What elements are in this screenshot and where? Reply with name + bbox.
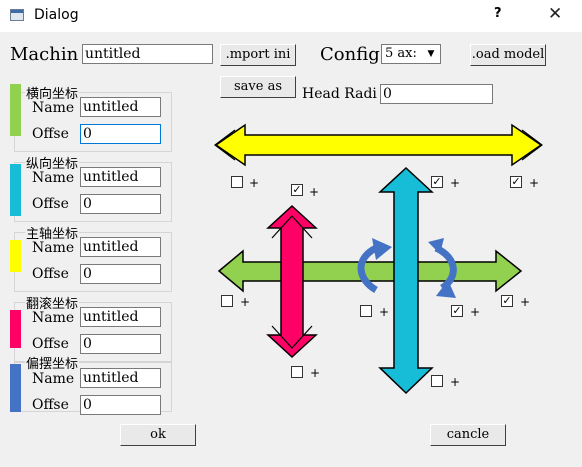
right-rotation-arrow [434,244,457,291]
name-label: Name [32,170,75,186]
yellow-arrow-inner-head [521,129,543,161]
color-swatch [10,164,21,216]
pink-arrow-inner-head [271,215,313,239]
checkbox[interactable] [221,295,233,307]
name-label: Name [32,371,75,387]
group-title: 主轴坐标 [25,223,80,242]
name-input[interactable]: untitled [80,237,161,257]
group-title: 翻滚坐标 [25,293,80,312]
yellow-axis-arrow [214,123,543,167]
yellow-arrow-inner-head [214,129,236,161]
offset-input[interactable]: 0 [80,395,161,415]
ok-button[interactable]: ok [120,424,196,446]
dropdown-arrow-icon[interactable]: ▼ [427,49,435,59]
app-window-icon [10,9,24,21]
axis-group-spindle: 主轴坐标 [14,223,172,292]
import-ini-button[interactable]: .mport ini [220,44,296,66]
group-title: 偏摆坐标 [25,353,80,372]
offset-input[interactable]: 0 [80,264,161,284]
plus-label: + [470,305,481,319]
checkbox-checked[interactable]: ✓ [431,175,443,188]
offset-input[interactable]: 0 [80,124,161,144]
config-select-value: 5 ax: [385,46,417,61]
name-label: Name [32,310,75,326]
plus-label: + [450,176,461,190]
plus-label: + [240,295,251,309]
offset-label: Offse [32,126,69,142]
left-rotation-arrowhead [372,238,392,260]
title-bar: Dialog ? ✕ [0,0,582,32]
name-label: Name [32,100,75,116]
name-input[interactable]: untitled [80,97,161,117]
checkbox-checked[interactable]: ✓ [291,183,303,196]
machine-name-input[interactable]: untitled [82,44,213,64]
checkbox[interactable] [291,366,303,378]
right-rotation-arrowhead [436,280,456,298]
config-select[interactable]: 5 ax: ▼ [381,44,441,64]
color-swatch [10,364,21,412]
config-label: Config [320,44,380,65]
close-icon[interactable]: ✕ [548,4,563,24]
head-radius-label: Head Radi [302,86,377,102]
offset-input[interactable]: 0 [80,334,161,354]
window-title: Dialog [34,7,79,23]
plus-label: + [310,366,321,380]
name-label: Name [32,240,75,256]
checkbox[interactable] [431,375,443,387]
offset-label: Offse [32,336,69,352]
checkbox-checked[interactable]: ✓ [501,294,513,307]
group-title: 纵向坐标 [25,153,80,172]
checkbox-checked[interactable]: ✓ [510,175,522,188]
plus-label: + [520,295,531,309]
load-model-button[interactable]: .oad model [470,44,546,66]
cyan-axis-arrow [378,166,434,395]
color-swatch [10,84,21,136]
checkbox[interactable] [360,305,372,317]
pink-arrow-inner-head [271,325,313,349]
plus-label: + [309,185,320,199]
checkbox-checked[interactable]: ✓ [451,304,463,317]
name-input[interactable]: untitled [80,167,161,187]
offset-label: Offse [32,196,69,212]
group-title: 横向坐标 [25,83,80,102]
offset-label: Offse [32,266,69,282]
help-icon[interactable]: ? [494,6,502,21]
name-input[interactable]: untitled [80,368,161,388]
axis-group-roll: 翻滚坐标 [14,293,172,362]
checkbox[interactable] [231,176,243,188]
pink-axis-arrow [266,204,318,359]
save-as-button[interactable]: save as [220,76,296,98]
head-radius-input[interactable]: 0 [380,84,493,104]
plus-label: + [379,305,390,319]
plus-label: + [450,375,461,389]
right-rotation-arrowhead-top [428,238,444,254]
cancel-button[interactable]: cancle [430,424,506,446]
plus-label: + [529,176,540,190]
plus-label: + [249,176,260,190]
left-rotation-arrow [357,244,378,293]
offset-input[interactable]: 0 [80,194,161,214]
color-swatch [10,310,21,348]
offset-label: Offse [32,397,69,413]
name-input[interactable]: untitled [80,307,161,327]
green-axis-arrow [217,249,523,293]
machine-label: Machin [10,44,79,65]
color-swatch [10,240,21,272]
